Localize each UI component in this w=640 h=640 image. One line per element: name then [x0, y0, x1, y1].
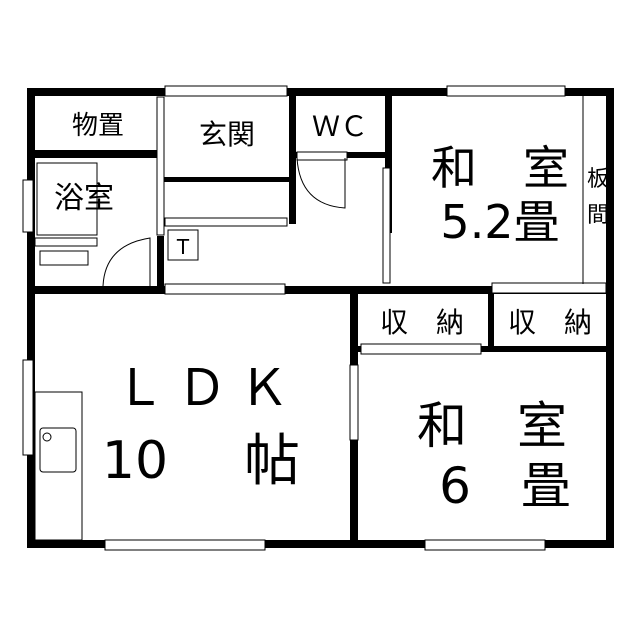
label-wc: ＷＣ [312, 110, 368, 143]
window-ldk-left [22, 359, 34, 456]
label-wood-floor-2: 間 [587, 203, 609, 228]
label-japanese-room-2: 和 室 [417, 397, 567, 455]
label-wood-floor-1: 板 [587, 167, 609, 192]
label-closet-2: 収 納 [508, 306, 592, 339]
kitchen-sink-icon [39, 427, 77, 473]
door-room1-hall[interactable] [382, 167, 391, 284]
washbasin-icon [39, 250, 89, 266]
door-ldk-room2[interactable] [349, 364, 359, 441]
label-entrance: 玄関 [199, 118, 255, 151]
window-entrance [164, 85, 288, 97]
door-wc[interactable] [296, 151, 348, 161]
door-closet-2[interactable] [491, 282, 607, 294]
bath-counter [34, 237, 98, 247]
label-ldk-size-num: 10 [102, 431, 168, 491]
label-japanese-room-1-size: 5.2畳 [440, 195, 559, 249]
label-japanese-room-2-size: 6 畳 [439, 457, 571, 515]
label-closet-1: 収 納 [380, 306, 464, 339]
bathtub-icon [36, 162, 98, 236]
door-washroom[interactable] [164, 217, 288, 227]
door-swing-bathroom [102, 237, 151, 287]
door-storage-entrance[interactable] [156, 96, 165, 236]
door-closet-1[interactable] [360, 343, 482, 355]
door-swing-wc [296, 157, 346, 209]
label-ldk: ＬＤＫ [115, 359, 301, 417]
door-ldk-hall[interactable] [164, 283, 286, 295]
kitchen-counter [34, 391, 83, 541]
label-bathroom: 浴室 [54, 181, 114, 216]
label-japanese-room-1: 和 室 [431, 141, 569, 195]
label-ldk-size-unit: 帖 [244, 429, 300, 494]
label-storage-shed: 物置 [72, 111, 124, 141]
faucet-icon [42, 432, 52, 442]
fixtures [34, 96, 584, 541]
window-bathroom [22, 179, 34, 233]
window-room1 [446, 85, 566, 97]
window-ldk-bottom [104, 539, 266, 551]
window-room2-bottom [424, 539, 546, 551]
label-toilet-mark: T [176, 235, 190, 259]
toilet-mark-box [167, 229, 199, 261]
windows [22, 85, 607, 551]
